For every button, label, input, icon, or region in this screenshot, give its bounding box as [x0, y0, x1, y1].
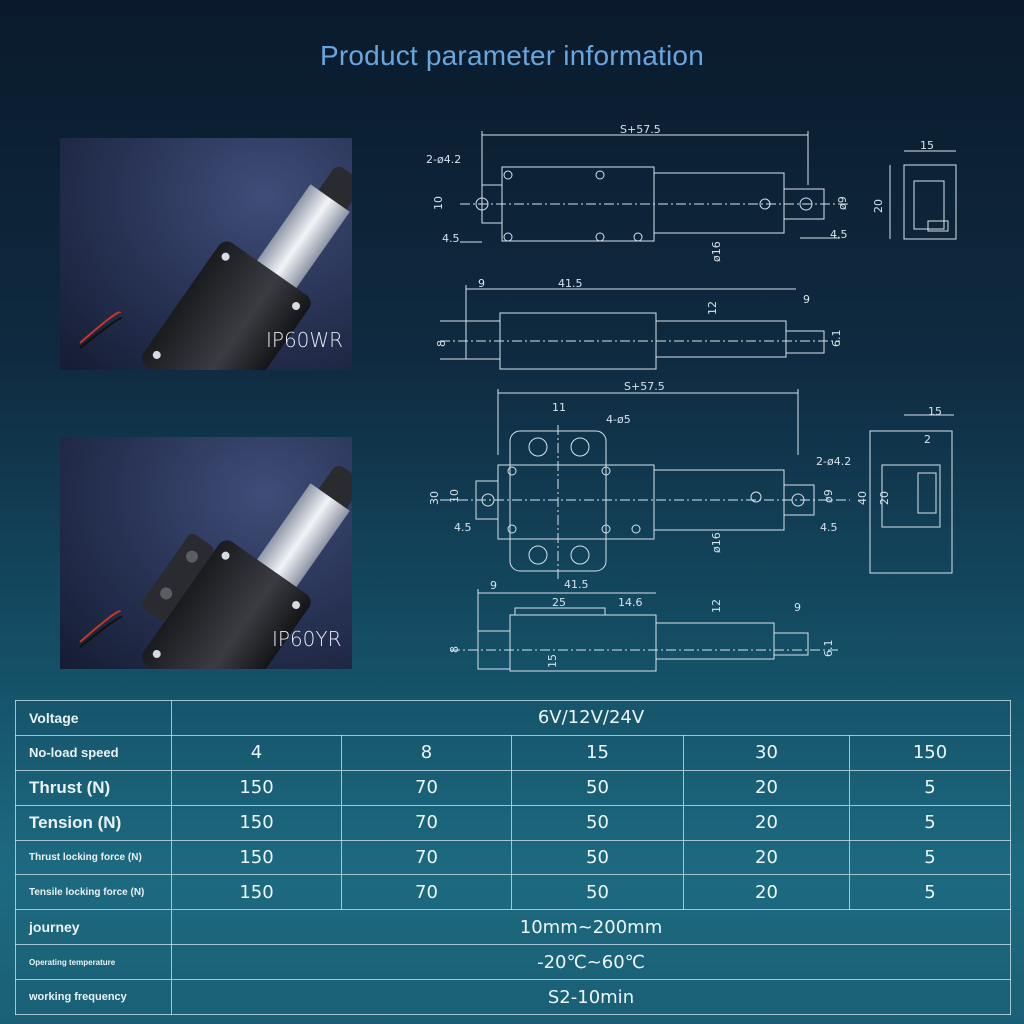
model-label: IP60WR: [266, 328, 344, 352]
table-cell: 20: [683, 804, 850, 841]
dim-w11: 11: [552, 401, 566, 414]
dim-b415: 41.5: [558, 277, 583, 290]
dim-d9: ø9: [836, 196, 849, 210]
dim-h12: 12: [710, 599, 723, 613]
table-row-tensile-lock: Tensile locking force (N) 150 70 50 20 5: [15, 874, 1011, 911]
dim-a9: 9: [478, 277, 485, 290]
dim-w15: 15: [928, 405, 942, 418]
value-voltage: 6V/12V/24V: [171, 700, 1011, 736]
table-cell: 20: [683, 769, 850, 806]
dim-e45a: 4.5: [442, 232, 460, 245]
model-label: IP60YR: [272, 627, 342, 651]
table-cell: 70: [341, 839, 512, 876]
dim-h40: 40: [856, 491, 869, 505]
table-cell: 5: [849, 839, 1011, 876]
label-temperature: Operating temperature: [15, 944, 172, 980]
technical-drawings: S+57.5 2-ø4.2 10 4.5 ø16 ø9 4.5 15 20 9 …: [426, 125, 957, 672]
dim-h15: 15: [546, 654, 559, 668]
dim-rod16: ø16: [710, 532, 723, 553]
table-cell: 15: [511, 734, 684, 771]
parameter-table: Voltage 6V/12V/24V No-load speed 4 8 15 …: [15, 700, 1011, 1015]
label-voltage: Voltage: [15, 700, 172, 736]
table-cell: 8: [341, 734, 512, 771]
table-cell: 70: [341, 804, 512, 841]
dim-h61: 6.1: [830, 330, 843, 348]
dim-c9: 9: [803, 293, 810, 306]
dim-h10: 10: [448, 489, 461, 503]
table-row-voltage: Voltage 6V/12V/24V: [15, 700, 1011, 736]
dim-length: S+57.5: [624, 380, 665, 393]
dim-hole: 2-ø4.2: [426, 153, 461, 166]
actuator-illustration: [79, 465, 352, 669]
dim-h30: 30: [428, 491, 441, 505]
dim-length: S+57.5: [620, 125, 661, 136]
dim-h20: 20: [872, 199, 885, 213]
dim-rod16: ø16: [710, 241, 723, 262]
table-cell: 70: [341, 769, 512, 806]
table-cell: 5: [849, 874, 1011, 911]
dim-e45a: 4.5: [454, 521, 472, 534]
value-temperature: -20℃~60℃: [171, 944, 1011, 980]
dim-b415: 41.5: [564, 578, 589, 591]
table-cell: 50: [511, 874, 684, 911]
dim-h20: 20: [878, 491, 891, 505]
page-title: Product parameter information: [320, 40, 704, 71]
value-frequency: S2-10min: [171, 979, 1011, 1015]
table-row-tension: Tension (N) 150 70 50 20 5: [15, 804, 1011, 841]
label-journey: journey: [15, 909, 172, 946]
table-cell: 70: [341, 874, 512, 911]
dim-w25: 25: [552, 596, 566, 609]
table-cell: 150: [171, 874, 342, 911]
label-thrust: Thrust (N): [15, 769, 172, 806]
dim-holes4: 4-ø5: [606, 413, 631, 426]
table-row-frequency: working frequency S2-10min: [15, 979, 1011, 1015]
label-thrust-lock: Thrust locking force (N): [15, 839, 172, 876]
dim-w15: 15: [920, 139, 934, 152]
table-cell: 150: [171, 839, 342, 876]
table-cell: 20: [683, 839, 850, 876]
table-row-speed: No-load speed 4 8 15 30 150: [15, 734, 1011, 771]
dim-e45b: 4.5: [830, 228, 848, 241]
table-cell: 150: [171, 804, 342, 841]
dim-e45b: 4.5: [820, 521, 838, 534]
dim-w2: 2: [924, 433, 931, 446]
label-tensile-lock: Tensile locking force (N): [15, 874, 172, 911]
dim-d9: ø9: [822, 489, 835, 503]
table-cell: 50: [511, 804, 684, 841]
dim-h8: 8: [435, 340, 448, 347]
actuator-illustration: [79, 166, 352, 370]
table-cell: 5: [849, 804, 1011, 841]
table-cell: 5: [849, 769, 1011, 806]
dim-c9: 9: [794, 601, 801, 614]
table-row-journey: journey 10mm~200mm: [15, 909, 1011, 946]
table-row-temperature: Operating temperature -20℃~60℃: [15, 944, 1011, 980]
dim-h61: 6.1: [822, 640, 835, 658]
label-frequency: working frequency: [15, 979, 172, 1015]
table-row-thrust: Thrust (N) 150 70 50 20 5: [15, 769, 1011, 806]
label-tension: Tension (N): [15, 804, 172, 841]
table-cell: 50: [511, 839, 684, 876]
table-cell: 4: [171, 734, 342, 771]
dim-hole2: 2-ø4.2: [816, 455, 851, 468]
table-cell: 150: [849, 734, 1011, 771]
table-cell: 30: [683, 734, 850, 771]
value-journey: 10mm~200mm: [171, 909, 1011, 946]
table-row-thrust-lock: Thrust locking force (N) 150 70 50 20 5: [15, 839, 1011, 876]
dim-h10: 10: [432, 196, 445, 210]
product-photo-ip60wr: IP60WR: [60, 138, 352, 370]
table-cell: 150: [171, 769, 342, 806]
table-cell: 50: [511, 769, 684, 806]
dim-a9: 9: [490, 579, 497, 592]
product-photo-ip60yr: IP60YR: [60, 437, 352, 669]
table-cell: 20: [683, 874, 850, 911]
dim-w146: 14.6: [618, 596, 643, 609]
label-speed: No-load speed: [15, 734, 172, 771]
dim-h12: 12: [706, 301, 719, 315]
